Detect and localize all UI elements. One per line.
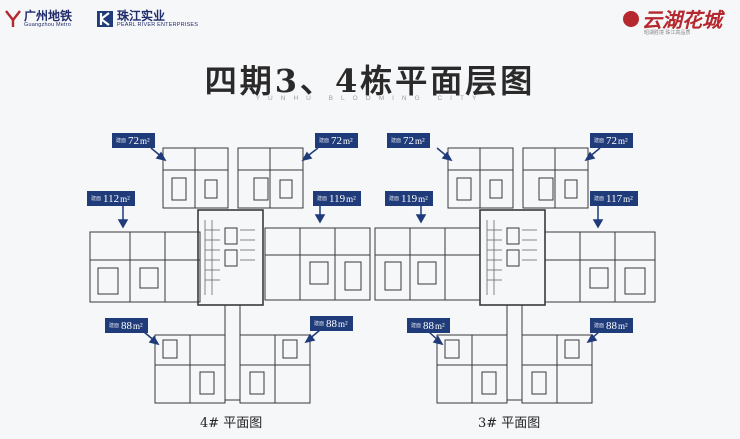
metro-name: 广州地铁 xyxy=(24,9,73,23)
area-prefix: 建面 xyxy=(594,324,605,329)
area-unit: m² xyxy=(623,193,633,204)
yunhu-project-logo: 云湖花城 昭湖胜境 珠江高品质 xyxy=(622,4,732,38)
area-value: 72 xyxy=(331,134,343,147)
header-bar: 广州地铁 Guangzhou Metro 珠江实业 PEARL RIVER EN… xyxy=(0,0,740,40)
area-value: 72 xyxy=(403,134,415,147)
area-prefix: 建面 xyxy=(594,197,605,202)
area-value: 72 xyxy=(606,134,618,147)
area-prefix: 建面 xyxy=(109,324,120,329)
area-value: 119 xyxy=(329,192,346,205)
area-unit: m² xyxy=(343,135,353,146)
seal-icon xyxy=(623,11,639,27)
area-prefix: 建面 xyxy=(391,139,402,144)
pearl-river-logo: 珠江实业 PEARL RIVER ENTERPRISES xyxy=(96,10,198,28)
area-unit: m² xyxy=(618,135,628,146)
area-value: 88 xyxy=(326,317,338,330)
area-unit: m² xyxy=(415,135,425,146)
project-slogan: 昭湖胜境 珠江高品质 xyxy=(644,30,691,36)
area-prefix: 建面 xyxy=(91,197,102,202)
area-value: 88 xyxy=(606,319,618,332)
area-value: 117 xyxy=(606,192,623,205)
metro-sub: Guangzhou Metro xyxy=(24,22,72,28)
pearl-river-name: 珠江实业 xyxy=(117,9,166,23)
area-prefix: 建面 xyxy=(314,322,325,327)
page-title: 四期3、4栋平面层图 xyxy=(204,62,536,100)
guangzhou-metro-logo: 广州地铁 Guangzhou Metro xyxy=(5,10,72,28)
area-unit: m² xyxy=(435,320,445,331)
area-prefix: 建面 xyxy=(116,139,127,144)
right-building-plan xyxy=(374,147,656,404)
metro-logo-icon xyxy=(5,10,21,27)
page-subtitle: YUNHU BLOOMING CITY xyxy=(255,95,485,102)
area-unit: m² xyxy=(338,318,348,329)
area-value: 112 xyxy=(103,192,120,205)
left-building-plan xyxy=(89,147,371,404)
area-value: 88 xyxy=(423,319,435,332)
area-unit: m² xyxy=(140,135,150,146)
area-value: 72 xyxy=(128,134,140,147)
area-unit: m² xyxy=(346,193,356,204)
area-prefix: 建面 xyxy=(594,139,605,144)
area-unit: m² xyxy=(120,193,130,204)
area-prefix: 建面 xyxy=(389,197,400,202)
area-unit: m² xyxy=(418,193,428,204)
right-plan-caption: 3# 平面图 xyxy=(478,416,541,431)
pearl-river-sub: PEARL RIVER ENTERPRISES xyxy=(117,22,199,28)
area-value: 88 xyxy=(121,319,133,332)
area-unit: m² xyxy=(133,320,143,331)
project-name: 云湖花城 xyxy=(642,8,722,32)
area-prefix: 建面 xyxy=(317,197,328,202)
left-plan-caption: 4# 平面图 xyxy=(200,416,263,431)
area-value: 119 xyxy=(401,192,418,205)
pointer-arrows xyxy=(117,147,604,346)
area-unit: m² xyxy=(618,320,628,331)
area-prefix: 建面 xyxy=(411,324,422,329)
area-prefix: 建面 xyxy=(319,139,330,144)
pearl-river-icon xyxy=(97,11,113,27)
